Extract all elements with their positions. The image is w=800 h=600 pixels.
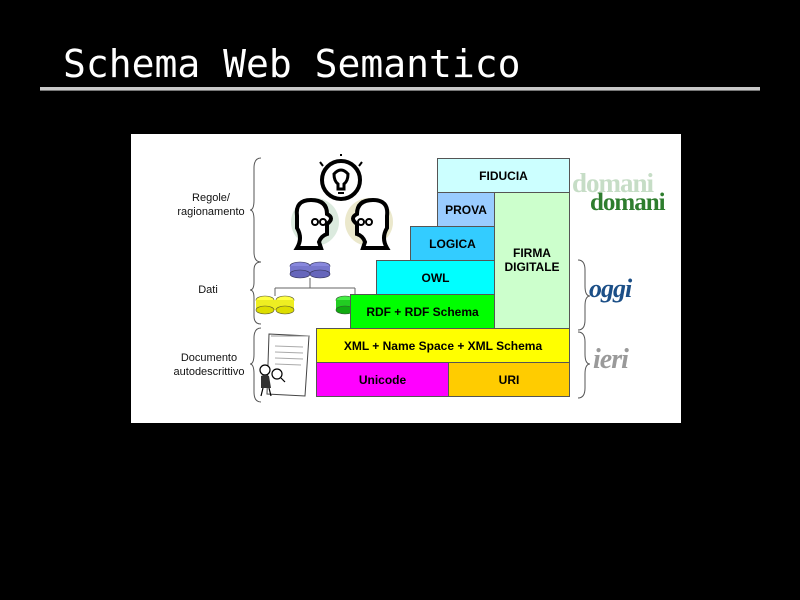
magnifier-icon	[271, 368, 283, 380]
right-braces	[577, 259, 591, 399]
layer-rdf: RDF + RDF Schema	[350, 294, 495, 329]
database-yellow-icon	[255, 295, 295, 315]
rules-label-line1: Regole/	[192, 192, 230, 204]
rules-label-line2: ragionamento	[177, 206, 245, 218]
title-divider	[40, 87, 760, 91]
layer-unicode: Unicode	[316, 362, 449, 397]
document-label: Documento autodescrittivo	[159, 351, 259, 379]
layer-proof: PROVA	[437, 192, 495, 227]
label-today: oggi	[589, 274, 632, 303]
layer-trust: FIDUCIA	[437, 158, 570, 193]
rules-brace	[249, 157, 262, 263]
lightbulb-icon	[320, 159, 362, 201]
layer-digital-signature: FIRMA DIGITALE	[494, 192, 570, 329]
reader-head	[259, 364, 271, 376]
layer-logic: LOGICA	[410, 226, 495, 261]
layer-xml: XML + Name Space + XML Schema	[316, 328, 570, 363]
layer-owl: OWL	[376, 260, 495, 295]
reasoning-illustration	[291, 154, 393, 250]
layer-uri: URI	[448, 362, 570, 397]
signature-text: FIRMA DIGITALE	[504, 246, 559, 274]
left-braces	[249, 157, 262, 403]
database-blue-icon	[289, 261, 331, 279]
data-label: Dati	[198, 284, 218, 296]
yesterday-brace	[577, 331, 591, 399]
slide-title: Schema Web Semantico	[63, 42, 521, 86]
document-reader-illustration	[259, 333, 310, 397]
label-yesterday: ieri	[593, 344, 629, 375]
data-brace	[249, 261, 262, 325]
semantic-web-diagram: Regole/ ragionamento Dati Documento auto…	[131, 134, 681, 423]
signature-line1: FIRMA	[512, 246, 551, 260]
document-label-line2: autodescrittivo	[173, 366, 245, 378]
label-tomorrow: domani	[590, 189, 666, 216]
label-tomorrow-shadow: domani	[572, 168, 654, 198]
document-brace	[249, 327, 262, 403]
signature-line2: DIGITALE	[504, 260, 560, 274]
rules-label: Regole/ ragionamento	[161, 191, 261, 219]
today-brace	[577, 259, 591, 331]
document-label-line1: Documento	[180, 352, 238, 364]
